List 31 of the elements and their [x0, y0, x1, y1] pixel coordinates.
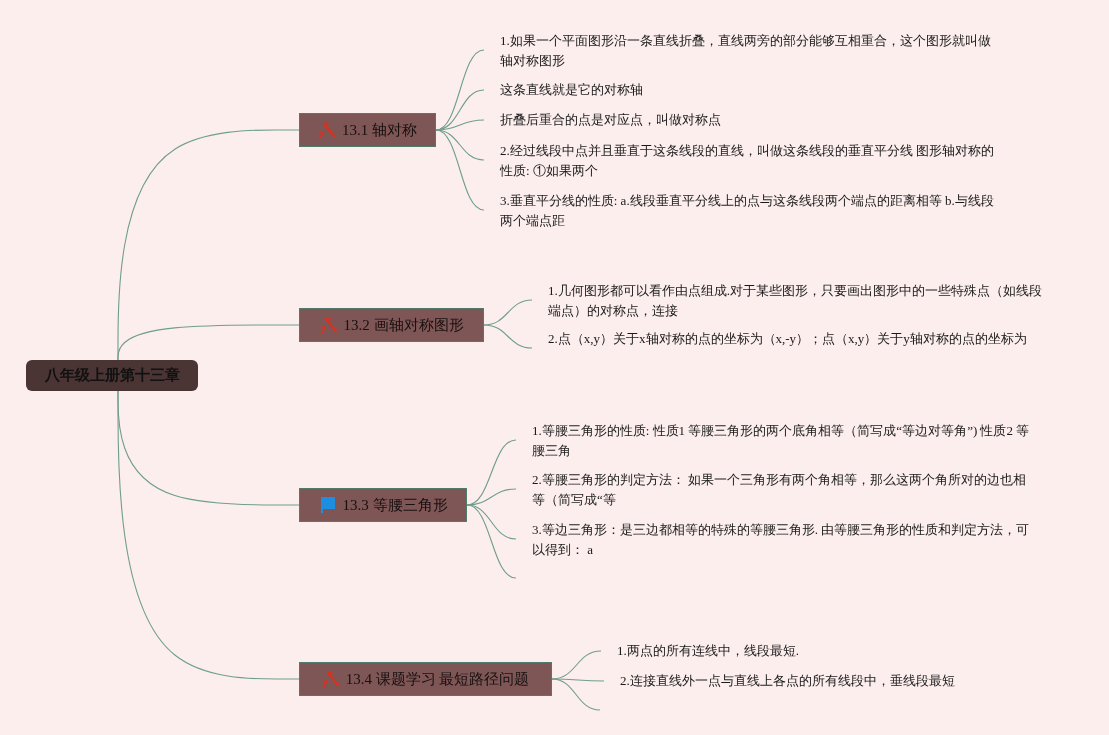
topic-box [299, 308, 484, 342]
root-title: 八年级上册第十三章 [44, 366, 180, 385]
branch-line [117, 324, 300, 361]
note-text: 1.两点的所有连线中，线段最短. [617, 642, 800, 660]
branch-line [117, 390, 300, 680]
note-text: 1.如果一个平面图形沿一条直线折叠，直线两旁的部分能够互相重合，这个图形就叫做轴对称图形 [500, 32, 992, 70]
note-text: 2.连接直线外一点与直线上各点的所有线段中，垂线段最短 [620, 672, 956, 690]
topic-title: 13.2 画轴对称图形 [343, 315, 464, 335]
note-text: 3.等边三角形：是三边都相等的特殊的等腰三角形. 由等腰三角形的性质和判定方法，可以得到： a [532, 521, 1031, 559]
note-text: 这条直线就是它的对称轴 [500, 81, 644, 99]
branch-line [483, 324, 533, 349]
note-text: 2.等腰三角形的判定方法： 如果一个三角形有两个角相等，那么这两个角所对的边也相等（简写成“等 [532, 471, 1027, 509]
note-text: 2.经过线段中点并且垂直于这条线段的直线，叫做这条线段的垂直平分线 图形轴对称的性质: ①如果两个 [500, 142, 995, 180]
branch-line [435, 129, 485, 211]
topic-box [299, 662, 552, 696]
branch-line [466, 488, 517, 506]
central-topic [26, 360, 198, 391]
topic-box [299, 113, 436, 147]
topic-title: 13.1 轴对称 [342, 120, 417, 140]
note-text: 1.等腰三角形的性质: 性质1 等腰三角形的两个底角相等（简写成“等边对等角”) 性质2 等腰三角 [532, 422, 1031, 460]
note-text: 3.垂直平分线的性质: a.线段垂直平分线上的点与这条线段两个端点的距离相等 b.与线段两个端点距 [500, 192, 995, 230]
topic-box [299, 488, 467, 522]
note-text: 折叠后重合的点是对应点，叫做对称点 [500, 111, 722, 129]
branch-line [551, 678, 601, 711]
branch-line [466, 504, 517, 579]
note-text: 1.几何图形都可以看作由点组成.对于某些图形，只要画出图形中的一些特殊点（如线段端点）的对称点，连接 [548, 282, 1043, 320]
note-text: 2.点（x,y）关于x轴对称的点的坐标为（x,-y）；点（x,y）关于y轴对称的点的坐标为 [548, 330, 1028, 348]
branch-line [466, 504, 517, 540]
topic-title: 13.3 等腰三角形 [342, 495, 448, 515]
branch-line [551, 678, 605, 682]
topic-title: 13.4 课题学习 最短路径问题 [345, 669, 530, 689]
